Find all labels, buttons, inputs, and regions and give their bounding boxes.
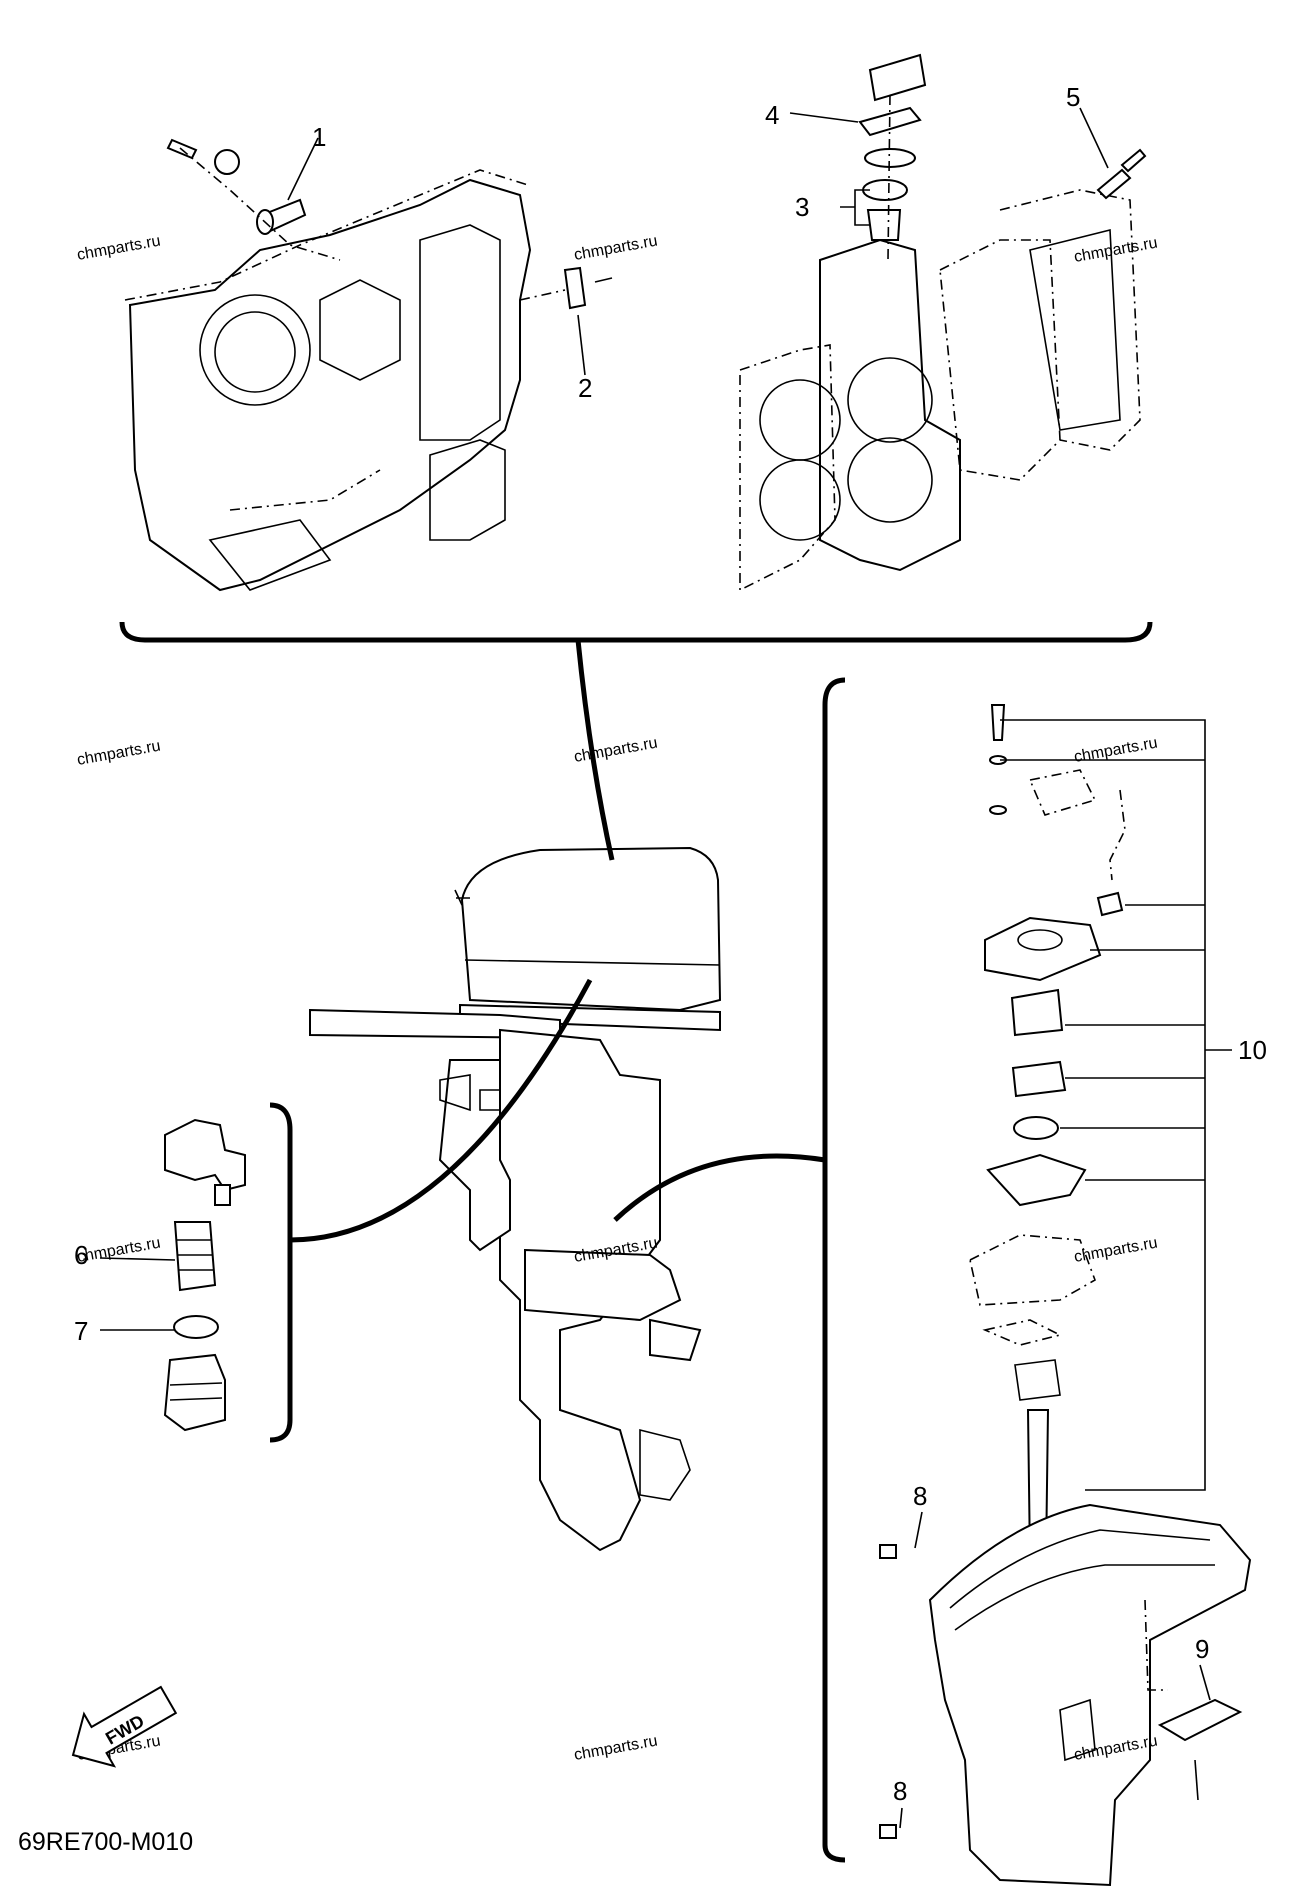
- watermark: chmparts.ru: [573, 735, 659, 766]
- lower-unit: [928, 1503, 1252, 1887]
- watermark: chmparts.ru: [1073, 235, 1159, 266]
- water-pump-kit: [969, 704, 1126, 1561]
- part-2-plate: [519, 266, 613, 310]
- watermark: chmparts.ru: [573, 1733, 659, 1764]
- watermark: chmparts.ru: [76, 233, 162, 264]
- part-8-screw-bottom: [879, 1824, 897, 1839]
- watermark: chmparts.ru: [1073, 735, 1159, 766]
- part-5-sensor: [1096, 148, 1147, 200]
- connector-top: [575, 639, 615, 861]
- callout-4: 4: [765, 100, 779, 130]
- callout-10: 10: [1238, 1035, 1267, 1065]
- thermostat-stack: [858, 53, 927, 261]
- callout-8-bottom: 8: [893, 1776, 907, 1806]
- watermark: chmparts.ru: [573, 233, 659, 264]
- part-1-fitting: [166, 138, 341, 261]
- connector-left: [289, 978, 593, 1243]
- watermark: chmparts.ru: [76, 1235, 162, 1266]
- outboard-motor: [309, 846, 722, 1552]
- callout-1: 1: [312, 122, 326, 152]
- cylinder-head-assembly: [739, 189, 1141, 592]
- callout-8-top: 8: [913, 1481, 927, 1511]
- watermark: chmparts.ru: [1073, 1235, 1159, 1266]
- right-group-bracket: [822, 677, 846, 1863]
- left-parts-group: [163, 1118, 246, 1432]
- callout-7: 7: [74, 1316, 88, 1346]
- diagram-code: 69RE700-M010: [18, 1828, 193, 1856]
- callout-9: 9: [1195, 1634, 1209, 1664]
- callout-6: 6: [74, 1240, 88, 1270]
- callout-labels: 1 2 3 4 5 6 7 8 8 9 10: [74, 82, 1267, 1806]
- leader-lines: [99, 107, 1232, 1829]
- crankcase-assembly: [124, 169, 532, 592]
- callout-3: 3: [795, 192, 809, 222]
- part-9-anode: [1157, 1698, 1243, 1801]
- watermark: chmparts.ru: [76, 738, 162, 769]
- callout-5: 5: [1066, 82, 1080, 112]
- callout-2: 2: [578, 373, 592, 403]
- left-group-bracket: [269, 1102, 293, 1443]
- fwd-arrow: FWD: [71, 1685, 178, 1768]
- part-8-screw-top: [879, 1544, 897, 1559]
- top-group-bracket: [119, 621, 1153, 643]
- connector-right: [613, 1153, 826, 1222]
